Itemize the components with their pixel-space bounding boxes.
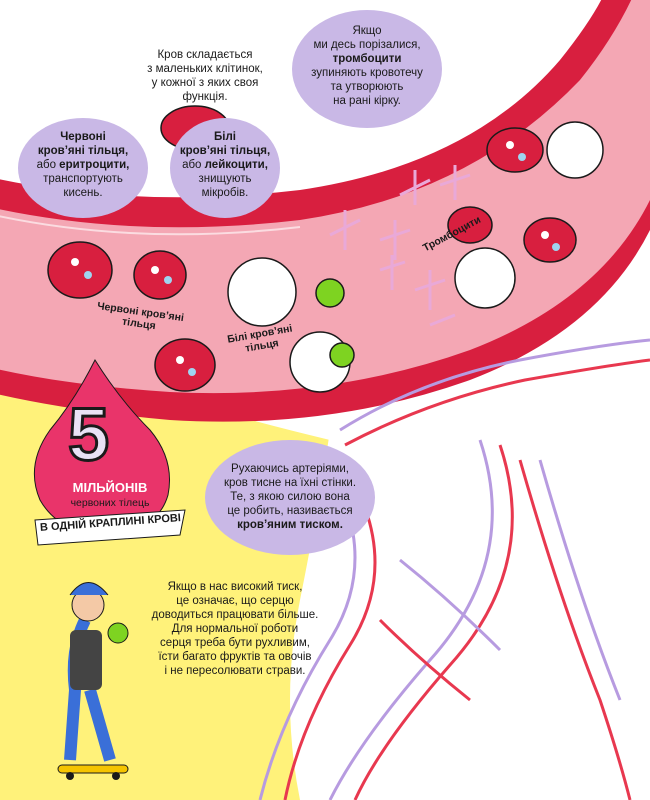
skateboarder-illustration [57, 582, 129, 780]
platelets-bubble-text: Якщо ми десь порізалися, тромбоцити зупи… [295, 24, 439, 108]
bubble-line: кисень. [63, 187, 103, 199]
intro-line: у кожної з яких своя [151, 77, 259, 89]
bubble-line: тромбоцити [332, 53, 402, 65]
platelets-bubble [292, 10, 442, 128]
bubble-line: зупиняють кровотечу [311, 67, 423, 79]
bubble-line: кров’яним тиском. [237, 519, 343, 531]
white-cells-bubble-text: Білі кров’яні тільця, або лейкоцити, зни… [172, 130, 278, 200]
bubble-line: це робить, називається [227, 505, 353, 517]
advice-line: Якщо в нас високий тиск, [167, 581, 303, 593]
red-cells-bubble-text: Червоні кров’яні тільця, або еритроцити,… [22, 130, 144, 200]
drop-number: 5 [66, 392, 110, 478]
bubble-line: Рухаючись артеріями, [231, 463, 349, 475]
legs-vessels [258, 338, 650, 800]
white-cells-bubble [170, 118, 280, 218]
advice-line: їсти багато фруктів та овочів [158, 651, 312, 663]
germs [315, 278, 355, 368]
bubble-line: кров тисне на їхні стінки. [223, 477, 357, 489]
bubble-line: кров’яні тільця, [37, 145, 129, 157]
bubble-line: або лейкоцити, [182, 159, 268, 171]
pressure-bubble-text: Рухаючись артеріями, кров тисне на їхні … [208, 462, 372, 532]
advice-text: Якщо в нас високий тиск, це означає, що … [140, 580, 330, 678]
white-blood-cells [227, 121, 604, 393]
intro-line: Кров складається [157, 49, 253, 61]
pressure-bubble [205, 440, 375, 555]
bubble-line: Червоні [60, 131, 106, 143]
bubble-line: Білі [214, 131, 236, 143]
bubble-line: знищують [198, 173, 252, 185]
body-silhouette [290, 330, 650, 800]
bubble-line: транспортують [43, 173, 123, 185]
bubble-line: мікробів. [201, 187, 249, 199]
bubble-line: ми десь порізалися, [313, 39, 421, 51]
bubble-line: або еритроцити, [36, 159, 130, 171]
intro-line: функція. [182, 91, 228, 103]
drop-subtitle: червоних тілець [70, 497, 150, 509]
advice-line: це означає, що серцю [176, 595, 294, 607]
bubble-line: на рані кірку. [333, 95, 401, 107]
intro-line: з маленьких клітинок, [147, 63, 263, 75]
bubble-line: та утворюють [330, 81, 404, 93]
advice-line: Для нормальної роботи [171, 623, 299, 635]
advice-line: серця треба бути рухливим, [160, 637, 310, 649]
intro-text: Кров складається з маленьких клітинок, у… [120, 48, 290, 104]
advice-line: і не пересолювати страви. [164, 665, 306, 677]
bubble-line: Якщо [352, 25, 382, 37]
bubble-line: Те, з якою силою вона [230, 491, 350, 503]
platelets [329, 165, 471, 327]
drop-millions: МІЛЬЙОНІВ [72, 480, 148, 495]
bubble-line: кров’яні тільця, [179, 145, 271, 157]
drop-banner [34, 509, 186, 546]
advice-line: доводиться працювати більше. [151, 609, 319, 621]
red-cells-bubble [18, 118, 148, 218]
